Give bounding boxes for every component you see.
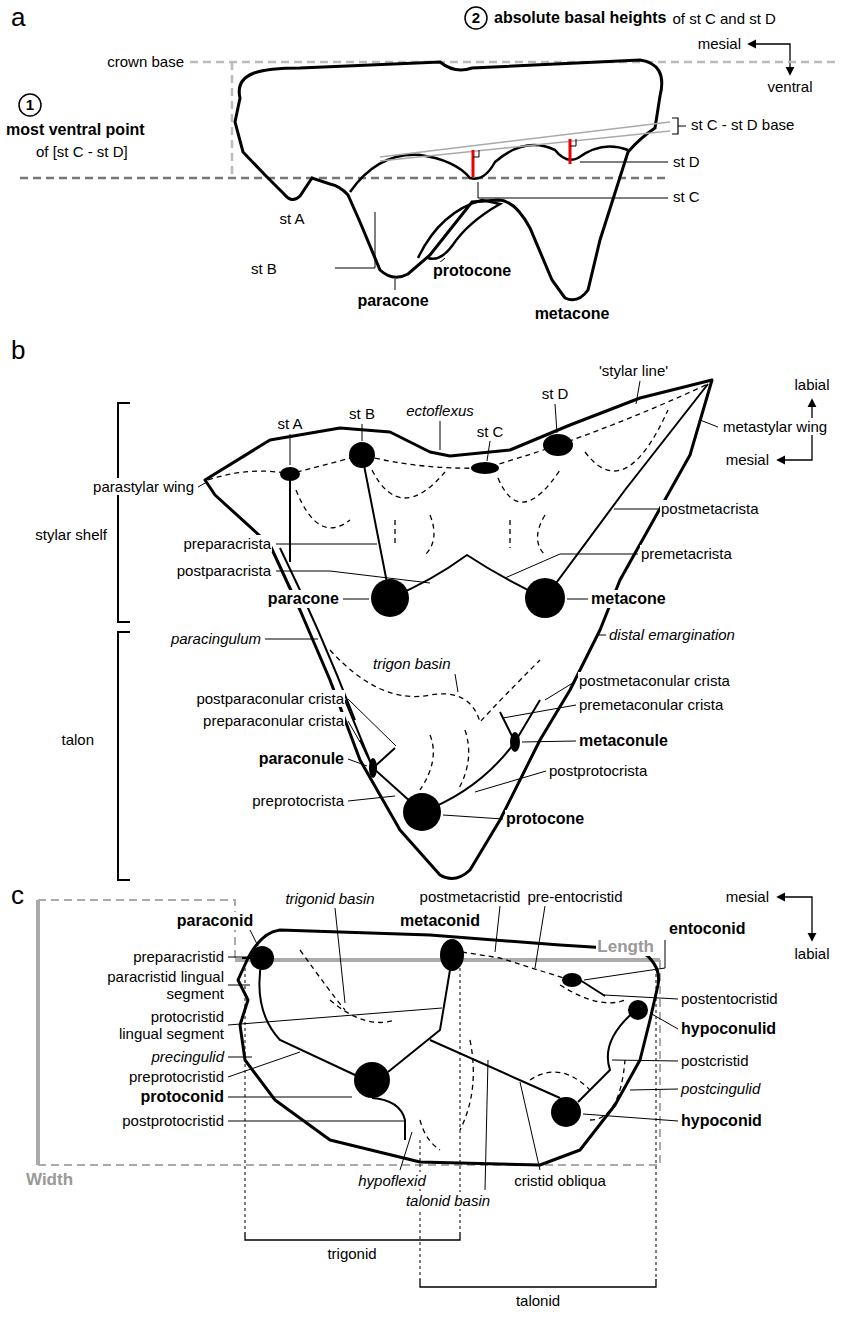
callout-number: 1 — [25, 96, 35, 113]
region-label: talon — [60, 731, 95, 748]
dimension-label: Length — [596, 937, 655, 956]
part-label: postcristid — [680, 1052, 750, 1069]
part-label: entoconid — [668, 920, 746, 938]
part-label: metacone — [534, 305, 611, 323]
part-label: talonid basin — [405, 1192, 491, 1209]
part-label: postparacrista — [176, 562, 272, 579]
compass-label: mesial — [725, 888, 770, 905]
part-label: pre-entocristid — [526, 888, 623, 905]
part-label: paracristid lingual segment — [105, 968, 225, 1002]
part-label: preparacristid — [132, 948, 225, 965]
measure-label: most ventral point — [5, 121, 146, 139]
part-label: metacone — [590, 590, 667, 608]
measure-label: of [st C - st D] — [35, 143, 129, 160]
part-label: crown base — [106, 53, 185, 70]
compass-label: labial — [793, 945, 830, 962]
part-label: st D — [672, 153, 701, 170]
part-label: premetaconular crista — [578, 696, 724, 713]
panel-letter: a — [10, 2, 26, 32]
part-label: hypoflexid — [357, 1172, 427, 1189]
part-label: st B — [250, 260, 278, 277]
panel-letter: c — [10, 880, 25, 910]
part-label: st C — [672, 188, 701, 205]
part-label: preprotocristid — [128, 1068, 225, 1085]
part-label: metaconid — [399, 912, 481, 930]
part-label: precingulid — [150, 1048, 225, 1065]
part-label: postmetacrista — [660, 500, 760, 517]
dimension-label: Width — [25, 1170, 74, 1189]
part-label: postparaconular crista — [195, 690, 345, 707]
part-label: postprotocristid — [121, 1112, 225, 1129]
part-label: preparacrista — [182, 535, 272, 552]
part-label: st A — [276, 415, 303, 432]
part-label: postcingulid — [680, 1080, 761, 1097]
part-label: hypoconulid — [680, 1020, 777, 1038]
part-label: protocristid lingual segment — [105, 1008, 225, 1042]
part-label: preparaconular crista — [202, 712, 345, 729]
part-label: trigonid basin — [284, 890, 375, 907]
part-label: postprotocrista — [548, 762, 648, 779]
part-label: premetacrista — [640, 545, 733, 562]
part-label: hypoconid — [680, 1112, 763, 1130]
part-label: ectoflexus — [405, 402, 475, 419]
part-label: paraconid — [176, 912, 254, 930]
compass-label: mesial — [697, 35, 742, 52]
part-label: protoconid — [139, 1088, 225, 1106]
part-label: 'stylar line' — [598, 362, 669, 379]
part-label: paracone — [267, 590, 340, 608]
part-label: cristid obliqua — [513, 1172, 607, 1189]
part-label: metaconule — [578, 732, 669, 750]
part-label: paracone — [356, 292, 429, 310]
measure-label: of st C and st D — [671, 10, 776, 27]
part-label: st D — [541, 385, 570, 402]
part-label: preprotocrista — [251, 792, 345, 809]
bracket-label: trigonid — [326, 1245, 377, 1262]
part-label: postmetaconular crista — [578, 672, 731, 689]
part-label: st B — [348, 405, 376, 422]
part-label: paraconule — [258, 750, 345, 768]
measure-label: absolute basal heights — [493, 9, 667, 27]
callout-number: 2 — [471, 9, 481, 26]
part-label: st C - st D base — [690, 116, 795, 133]
part-label: trigon basin — [372, 655, 452, 672]
part-label: metastylar wing — [722, 418, 828, 435]
part-label: postentocristid — [680, 990, 779, 1007]
compass-label: mesial — [725, 451, 770, 468]
part-label: st A — [278, 210, 305, 227]
part-label: protocone — [432, 262, 512, 280]
compass-label: labial — [793, 376, 830, 393]
part-label: distal emargination — [608, 626, 736, 643]
compass-label: ventral — [766, 78, 813, 95]
panel-letter: b — [10, 335, 26, 365]
part-label: protocone — [505, 810, 585, 828]
part-label: paracingulum — [170, 630, 262, 647]
part-label: parastylar wing — [92, 478, 195, 495]
part-label: postmetacristid — [419, 888, 522, 905]
region-label: stylar shelf — [34, 526, 108, 543]
bracket-label: talonid — [515, 1292, 561, 1309]
part-label: st C — [476, 423, 505, 440]
